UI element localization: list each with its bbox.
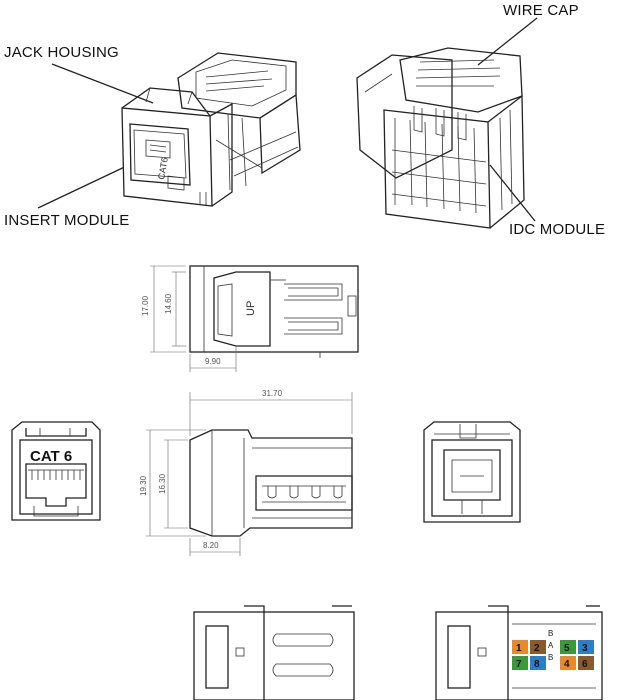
rear-view [423,421,521,523]
pin-7: 7 [516,659,522,670]
pin-1: 1 [516,643,522,654]
side-view-dimensions [146,392,353,556]
iso-view-front [121,52,301,207]
scheme-a: A [548,641,554,650]
pin-3: 3 [582,643,588,654]
bottom-view [193,605,355,700]
idc-module-label: IDC MODULE [509,221,606,238]
scheme-b1: B [548,629,553,638]
wire-color-brown [530,640,546,654]
wiring-view [435,605,603,700]
dim-19-30: 19.30 [139,475,148,496]
wire-cap-label: WIRE CAP [503,2,579,19]
cat6-front-label: CAT 6 [30,448,72,465]
dim-16-30: 16.30 [158,473,167,494]
wire-color-blue [530,656,546,670]
iso-view-rear [356,47,525,229]
dim-31-70: 31.70 [262,389,283,398]
dim-17-00: 17.00 [141,295,150,316]
jack-housing-label: JACK HOUSING [4,44,119,61]
top-view [189,265,359,358]
dim-9-90: 9.90 [205,357,221,366]
leader-lines [37,17,538,222]
pin-2: 2 [534,643,540,654]
cat6-side-text: CAT6 [156,157,170,181]
scheme-b2: B [548,653,553,662]
top-view-dimensions [150,265,237,372]
wire-color-orange [512,640,528,654]
pin-4: 4 [564,659,570,670]
dim-8-20: 8.20 [203,541,219,550]
pin-8: 8 [534,659,540,670]
pin-5: 5 [564,643,570,654]
side-view [189,429,353,537]
front-view [11,421,101,521]
wire-color-green [512,656,528,670]
dim-14-60: 14.60 [164,293,173,314]
up-label: UP [245,301,257,316]
insert-module-label: INSERT MODULE [4,212,130,229]
pin-6: 6 [582,659,588,670]
